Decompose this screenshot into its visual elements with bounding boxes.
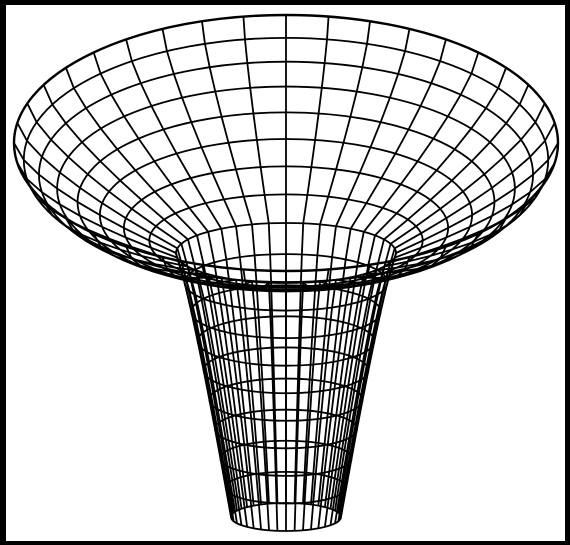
meridian-line [335, 85, 528, 511]
meridian-line [295, 17, 329, 504]
figure-panel [6, 5, 565, 541]
meridian-lines [14, 15, 558, 531]
funnel-wireframe-diagram [6, 5, 565, 541]
meridian-line [243, 17, 277, 504]
meridian-line [44, 85, 237, 511]
